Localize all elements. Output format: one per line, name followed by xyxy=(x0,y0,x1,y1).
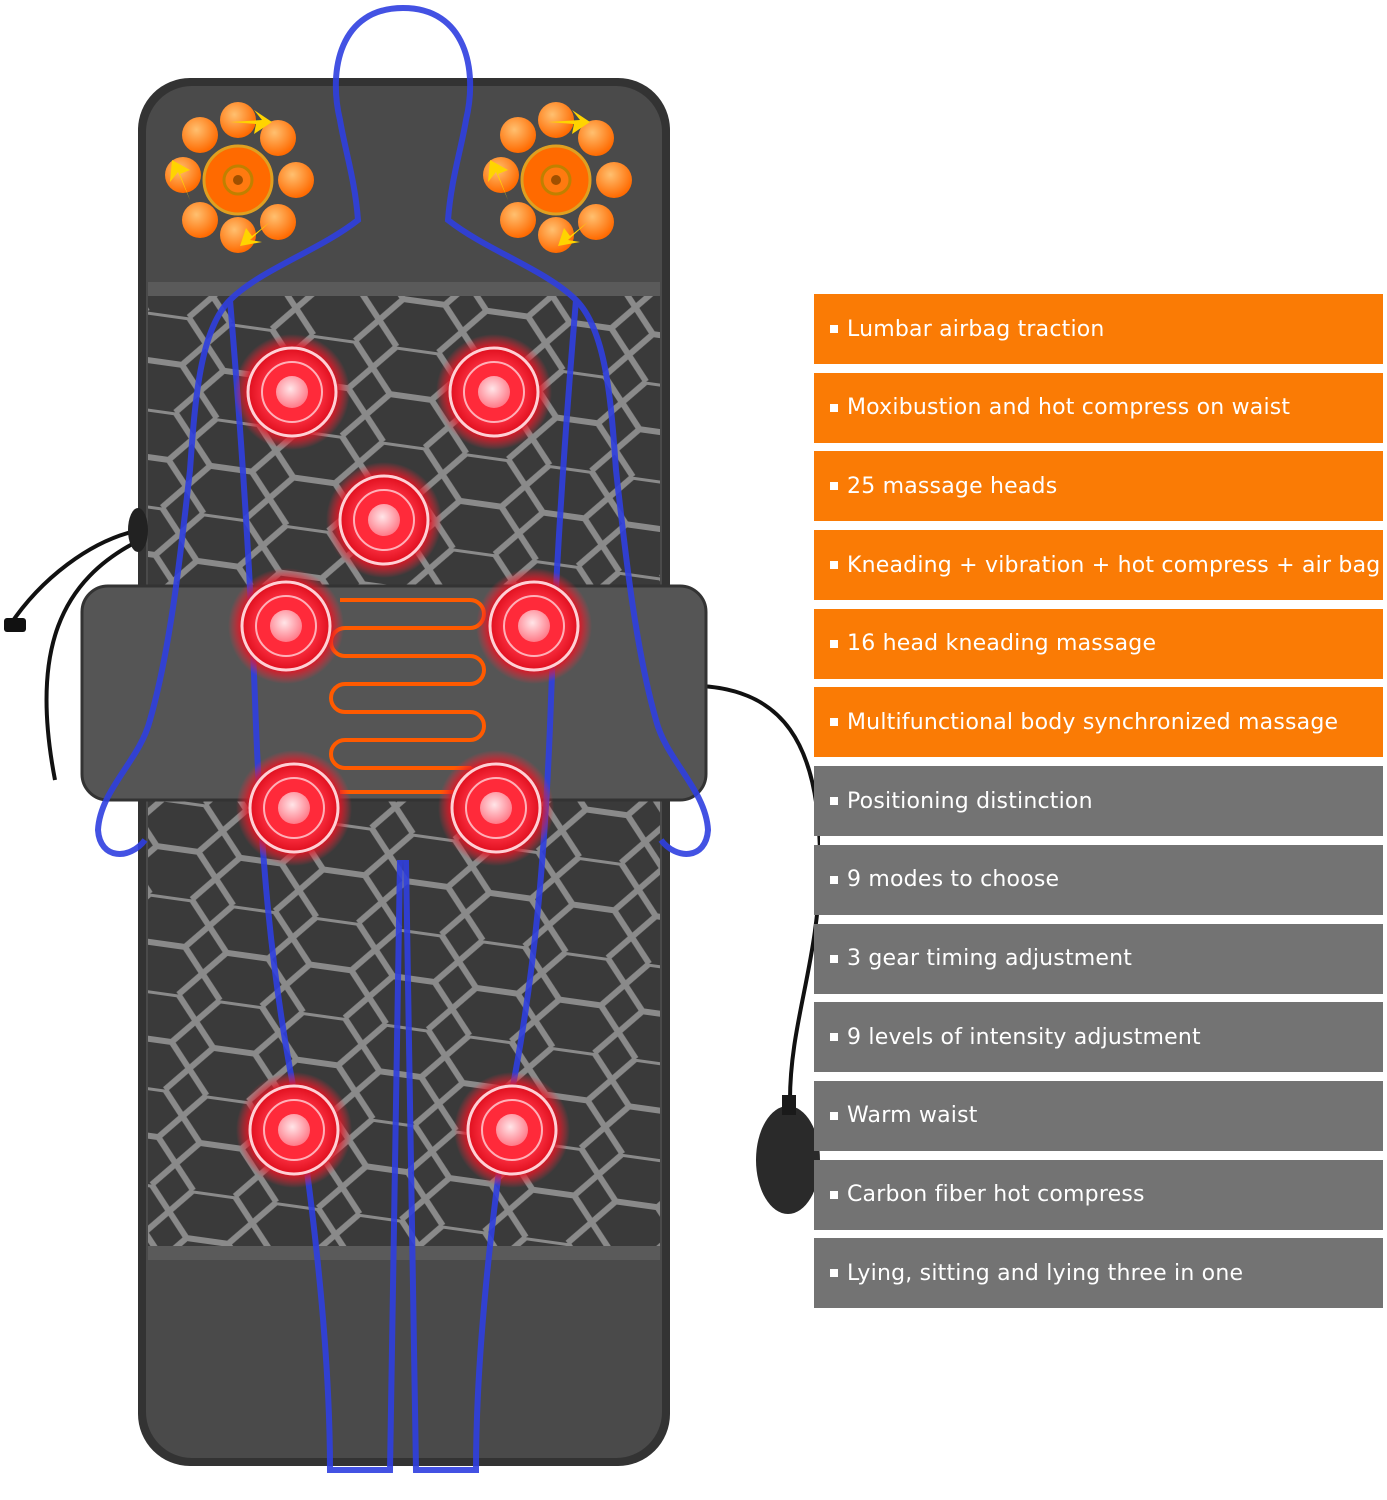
square-bullet-icon xyxy=(830,1269,838,1278)
feature-item: Lying, sitting and lying three in one xyxy=(814,1238,1383,1309)
massage-node-icon xyxy=(228,568,344,684)
square-bullet-icon xyxy=(830,1190,838,1199)
feature-label: 9 modes to choose xyxy=(847,867,1060,893)
shoulder-kneading-icon xyxy=(165,102,632,253)
air-pump-bulb-icon xyxy=(699,684,820,1214)
massage-node-icon xyxy=(236,1072,352,1188)
power-cable-icon xyxy=(4,508,148,781)
feature-item: 16 head kneading massage xyxy=(814,608,1383,679)
square-bullet-icon xyxy=(830,954,838,963)
massage-node-icon xyxy=(476,568,592,684)
heating-wire-icon xyxy=(329,598,486,794)
feature-label: 9 levels of intensity adjustment xyxy=(847,1024,1201,1050)
feature-label: 3 gear timing adjustment xyxy=(847,946,1133,971)
square-bullet-icon xyxy=(830,403,838,412)
feature-label: Lumbar airbag traction xyxy=(847,316,1105,342)
square-bullet-icon xyxy=(830,718,838,727)
rotation-arrow-icon xyxy=(170,110,590,246)
feature-label: Kneading + vibration + hot compress + ai… xyxy=(847,552,1381,578)
feature-item: 3 gear timing adjustment xyxy=(814,923,1383,994)
massage-node-icon xyxy=(436,334,552,450)
square-bullet-icon xyxy=(830,1111,838,1120)
square-bullet-icon xyxy=(830,561,838,570)
square-bullet-icon xyxy=(830,797,838,806)
feature-label: Warm waist xyxy=(847,1103,978,1129)
massage-node-icon xyxy=(454,1072,570,1188)
feature-list: Lumbar airbag traction Moxibustion and h… xyxy=(814,294,1383,1317)
feature-label: 16 head kneading massage xyxy=(847,631,1157,657)
square-bullet-icon xyxy=(830,325,838,333)
massage-node-icon xyxy=(234,334,350,450)
square-bullet-icon xyxy=(830,639,838,648)
feature-item: Warm waist xyxy=(814,1080,1383,1151)
feature-label: Positioning distinction xyxy=(847,788,1093,814)
square-bullet-icon xyxy=(830,1033,838,1042)
feature-item: Lumbar airbag traction xyxy=(814,294,1383,364)
feature-label: Lying, sitting and lying three in one xyxy=(847,1260,1244,1286)
feature-label: 25 massage heads xyxy=(847,473,1058,499)
feature-item: Multifunctional body synchronized massag… xyxy=(814,687,1383,758)
feature-item: Kneading + vibration + hot compress + ai… xyxy=(814,530,1383,601)
square-bullet-icon xyxy=(830,875,838,884)
massage-node-icon xyxy=(326,462,442,578)
feature-item: 25 massage heads xyxy=(814,451,1383,522)
massage-mat-illustration xyxy=(4,5,820,1473)
feature-label: Multifunctional body synchronized massag… xyxy=(847,709,1339,735)
feature-label: Carbon fiber hot compress xyxy=(847,1182,1145,1208)
feature-item: Carbon fiber hot compress xyxy=(814,1159,1383,1230)
feature-item: 9 modes to choose xyxy=(814,844,1383,915)
feature-label: Moxibustion and hot compress on waist xyxy=(847,395,1291,421)
massage-node-icon xyxy=(438,750,554,866)
massage-node-icon xyxy=(236,750,352,866)
square-bullet-icon xyxy=(830,482,838,491)
massage-nodes xyxy=(228,334,592,1188)
feature-item: Moxibustion and hot compress on waist xyxy=(814,372,1383,443)
feature-item: Positioning distinction xyxy=(814,766,1383,837)
feature-item: 9 levels of intensity adjustment xyxy=(814,1002,1383,1073)
